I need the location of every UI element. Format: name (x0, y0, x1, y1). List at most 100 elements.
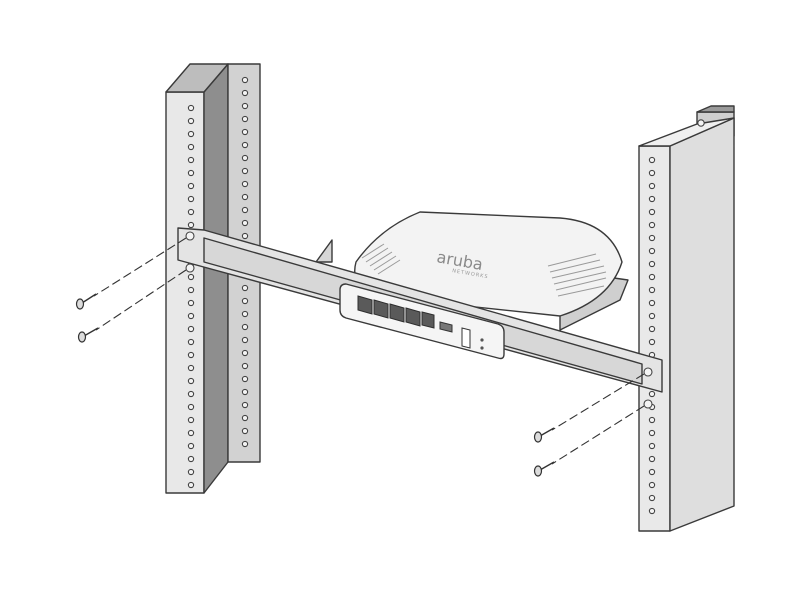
right-vent (547, 253, 607, 297)
rack-hole (187, 351, 195, 359)
screw-icon (75, 293, 97, 310)
rack-hole (241, 128, 249, 136)
console-port-icon (439, 321, 453, 333)
usb-port-icon (461, 327, 471, 349)
status-led-icon (480, 338, 484, 342)
rack-hole (241, 336, 249, 344)
rack-hole (241, 388, 249, 396)
rack-hole (241, 284, 249, 292)
left-vent (361, 243, 401, 275)
rack-hole (648, 182, 656, 190)
rack-hole (648, 455, 656, 463)
rack-hole (648, 325, 656, 333)
rack-hole (241, 141, 249, 149)
ethernet-ports (357, 295, 435, 329)
rack-hole (241, 297, 249, 305)
rack-hole (648, 208, 656, 216)
rack-hole (187, 416, 195, 424)
rack-hole (241, 76, 249, 84)
rack-hole (187, 195, 195, 203)
rack-hole (187, 130, 195, 138)
rack-hole (187, 481, 195, 489)
rack-hole (187, 169, 195, 177)
rack-hole (187, 273, 195, 281)
rack-hole (648, 195, 656, 203)
rack-hole (648, 390, 656, 398)
rack-hole (241, 206, 249, 214)
rack-hole (648, 247, 656, 255)
rack-hole (648, 416, 656, 424)
ethernet-port-icon (389, 303, 405, 323)
bracket-hole-bottom-right (643, 399, 653, 409)
rack-hole (648, 494, 656, 502)
rack-hole (648, 273, 656, 281)
right-rack-post (638, 105, 735, 532)
screw-icon (533, 427, 555, 443)
leader-line-top-left (93, 237, 187, 297)
rack-hole (648, 481, 656, 489)
rack-hole (187, 117, 195, 125)
rack-hole (187, 325, 195, 333)
leader-line-top-right (551, 373, 645, 431)
rack-hole (241, 362, 249, 370)
left-front-holes (187, 104, 195, 489)
rack-hole (648, 234, 656, 242)
rack-hole (187, 182, 195, 190)
leader-line-bottom-left (95, 269, 187, 331)
rack-hole (241, 401, 249, 409)
rack-hole (648, 338, 656, 346)
rack-hole (241, 310, 249, 318)
controller-device: aruba NETWORKS (315, 211, 629, 331)
rack-hole (241, 219, 249, 227)
rack-hole (241, 232, 249, 240)
rack-hole (241, 180, 249, 188)
bracket-hole-top-left (185, 231, 195, 241)
rack-hole (241, 440, 249, 448)
ethernet-port-icon (373, 299, 389, 319)
rack-hole (187, 338, 195, 346)
rack-hole (648, 286, 656, 294)
bracket-hole-bottom-left (185, 263, 195, 273)
rack-hole (187, 221, 195, 229)
rack-hole (648, 260, 656, 268)
rack-hole (241, 102, 249, 110)
rack-hole (241, 414, 249, 422)
rack-hole (187, 104, 195, 112)
rack-hole (241, 167, 249, 175)
rack-hole (648, 507, 656, 515)
rack-hole (648, 312, 656, 320)
power-led-icon (480, 346, 484, 350)
rack-hole (648, 468, 656, 476)
rack-hole (648, 299, 656, 307)
ethernet-port-icon (421, 311, 435, 329)
rack-hole (187, 364, 195, 372)
screws (75, 237, 645, 477)
rack-hole (648, 442, 656, 450)
rack-hole (187, 143, 195, 151)
rack-hole (241, 115, 249, 123)
rack-hole (187, 312, 195, 320)
rack-hole (187, 390, 195, 398)
screw-icon (533, 461, 555, 477)
bracket-hole-top-right (643, 367, 653, 377)
rack-hole (241, 427, 249, 435)
rack-hole (187, 299, 195, 307)
rack-hole (187, 208, 195, 216)
rack-hole (187, 156, 195, 164)
rack-hole (241, 375, 249, 383)
rack-hole (187, 286, 195, 294)
rack-hole (187, 429, 195, 437)
rack-hole (241, 193, 249, 201)
rack-hole (648, 221, 656, 229)
rack-hole (187, 403, 195, 411)
rack-hole (187, 442, 195, 450)
ethernet-port-icon (357, 295, 373, 315)
rack-hole (241, 349, 249, 357)
rack-hole (648, 429, 656, 437)
right-back-hole (697, 119, 705, 127)
rack-hole (241, 89, 249, 97)
rack-ear-bracket (177, 227, 663, 409)
rack-hole (187, 377, 195, 385)
leader-line-bottom-right (551, 405, 645, 465)
